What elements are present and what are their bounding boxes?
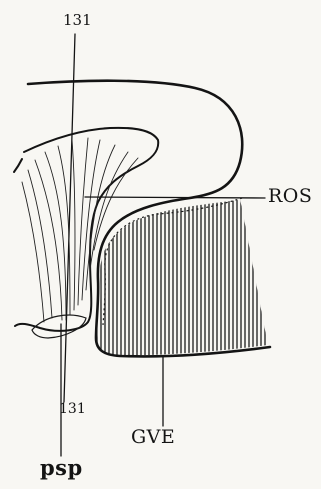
gve-hatched-region xyxy=(97,190,268,355)
ros-label: ROS xyxy=(268,187,312,206)
psp-region-outline xyxy=(32,315,86,338)
section-131-line xyxy=(64,34,75,402)
section-label-bottom: 131 xyxy=(59,402,86,416)
psp-label: psp xyxy=(40,457,83,478)
gve-label: GVE xyxy=(131,428,175,447)
section-label-top: 131 xyxy=(63,13,92,28)
